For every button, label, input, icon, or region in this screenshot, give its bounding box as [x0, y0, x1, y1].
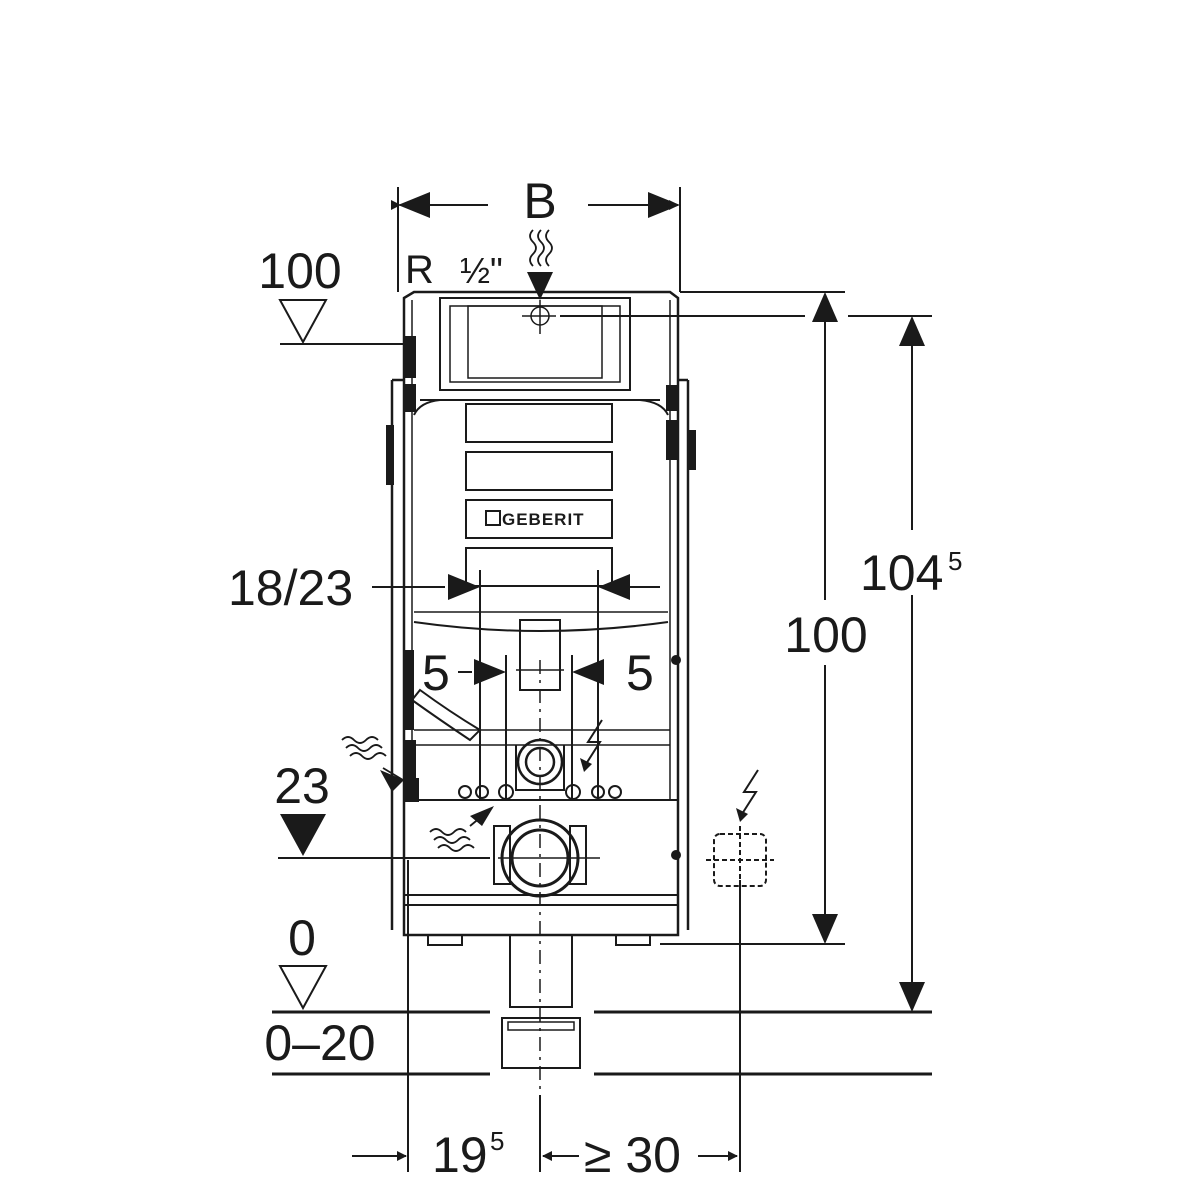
water-wave-icons	[341, 229, 553, 852]
frame-clips	[386, 336, 696, 860]
height-total-sup: 5	[948, 546, 962, 576]
level-23-label: 23	[274, 758, 330, 814]
offset-right-label: 5	[626, 645, 654, 701]
floor-range-label: 0–20	[264, 1015, 375, 1071]
bottom-left-label: 19	[432, 1127, 488, 1183]
level-zero-label: 0	[288, 910, 316, 966]
level-top-label: 100	[258, 243, 341, 299]
geberit-logo-text: GEBERIT	[502, 510, 585, 529]
connection-r-label: R	[405, 248, 434, 292]
lightning-arrowheads	[580, 758, 748, 822]
connection-size-label: ½"	[460, 250, 503, 291]
lightning-icons	[585, 719, 759, 815]
bottom-left-sup: 5	[490, 1126, 504, 1156]
height-frame-label: 100	[784, 607, 867, 663]
fitting-circles	[458, 784, 622, 800]
flush-spacing-label: 18/23	[228, 560, 353, 616]
floor-lines	[272, 1010, 932, 1076]
angle-valve	[403, 778, 419, 802]
geberit-logo: GEBERIT	[485, 510, 585, 529]
height-total-label: 104	[860, 545, 943, 601]
level-markers	[278, 299, 328, 1011]
bottom-right-label: ≥ 30	[584, 1127, 681, 1183]
offset-left-label: 5	[422, 645, 450, 701]
dimension-lines	[278, 187, 932, 1172]
width-label: B	[523, 173, 556, 229]
center-lines	[498, 300, 600, 1095]
